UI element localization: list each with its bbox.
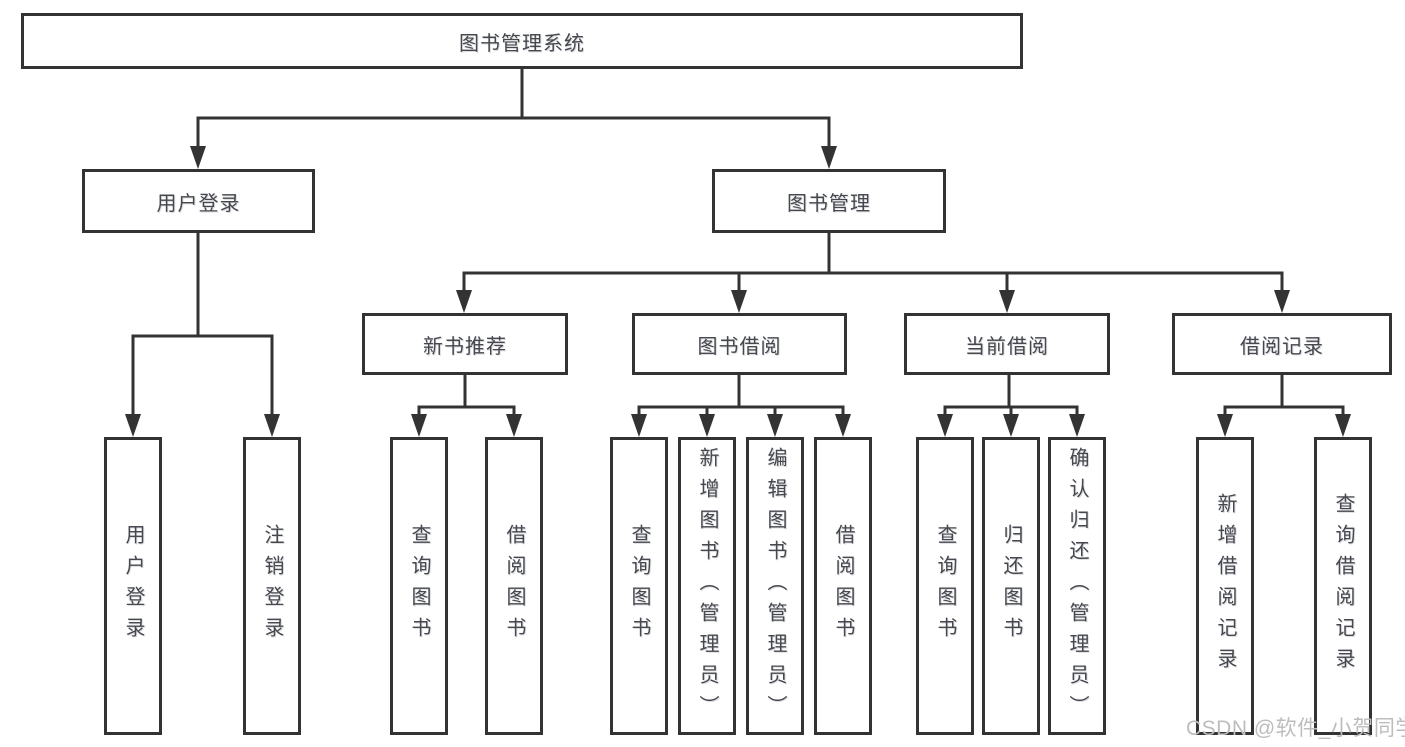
csdn-watermark: CSDN @软件_小贺同学 [1186, 717, 1405, 740]
section-borrow-records: 借阅记录 [1172, 313, 1392, 375]
leaf-edit-books-admin: 编辑图书（管理员） [746, 437, 804, 735]
branch-user-login: 用户登录 [82, 169, 315, 233]
section-current-borrow: 当前借阅 [904, 313, 1110, 375]
leaf-borrow-books-recommend: 借阅图书 [485, 437, 543, 735]
root-node-library-system: 图书管理系统 [21, 13, 1023, 69]
leaf-logout: 注销登录 [243, 437, 301, 735]
leaf-query-books-borrow: 查询图书 [610, 437, 668, 735]
arrowheads [125, 146, 1351, 437]
leaf-add-books-admin: 新增图书（管理员） [678, 437, 736, 735]
leaf-confirm-return-admin: 确认归还（管理员） [1048, 437, 1106, 735]
branch-book-management: 图书管理 [712, 169, 946, 233]
section-book-borrow: 图书借阅 [632, 313, 847, 375]
leaf-query-borrow-record: 查询借阅记录 [1314, 437, 1372, 735]
leaf-query-books-current: 查询图书 [916, 437, 974, 735]
leaf-add-borrow-record: 新增借阅记录 [1196, 437, 1254, 735]
section-new-book-recommend: 新书推荐 [362, 313, 568, 375]
leaf-return-books: 归还图书 [982, 437, 1040, 735]
leaf-user-login: 用户登录 [104, 437, 162, 735]
leaf-query-books-recommend: 查询图书 [390, 437, 448, 735]
leaf-borrow-books: 借阅图书 [814, 437, 872, 735]
